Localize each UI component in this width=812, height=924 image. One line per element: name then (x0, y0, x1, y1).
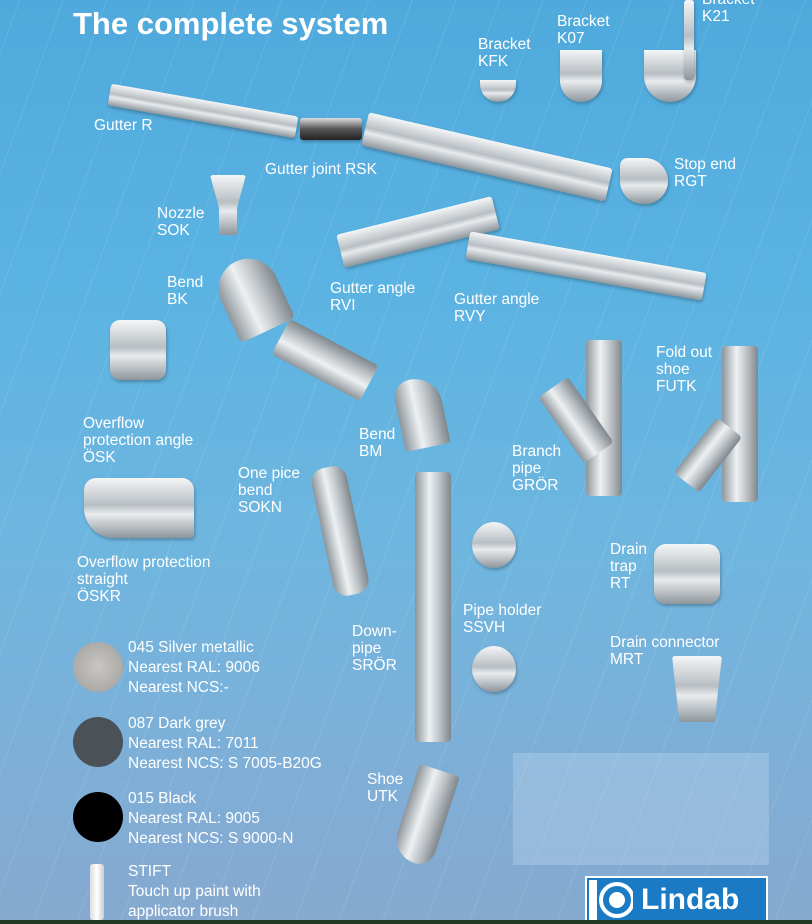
bend-bk-image (208, 248, 296, 344)
color-silver-metallic: 045 Silver metallic Nearest RAL: 9006 Ne… (128, 639, 260, 696)
swatch-black (73, 792, 123, 842)
label-downpipe: Down- pipe SRÖR (352, 623, 397, 674)
label-shoe: Shoe UTK (367, 771, 404, 805)
swatch-silver-metallic (73, 642, 123, 692)
one-piece-bend-image (308, 463, 372, 599)
label-pipe-holder: Pipe holder SSVH (463, 602, 542, 636)
pipe-segment-image (271, 318, 379, 402)
nozzle-image (210, 175, 246, 235)
gutter-joint-image (300, 118, 362, 140)
bracket-k07-image (560, 50, 602, 102)
label-gutter-angle-rvi: Gutter angle RVI (330, 280, 416, 314)
label-bracket-k07: Bracket K07 (557, 13, 610, 47)
label-fold-out-shoe: Fold out shoe FUTK (656, 344, 713, 395)
label-gutter-r: Gutter R (94, 117, 153, 134)
drain-connector-image (672, 656, 722, 722)
label-bracket-k21: Bracket K21 (702, 0, 755, 25)
label-drain-connector: Drain connector MRT (610, 634, 720, 668)
label-branch-pipe: Branch pipe GRÖR (512, 443, 562, 494)
page-title: The complete system (73, 6, 389, 41)
pipe-holder-image (472, 522, 516, 568)
gutter-image (361, 112, 613, 202)
label-one-piece-bend: One pice bend SOKN (238, 465, 301, 516)
swatch-dark-grey (73, 717, 123, 767)
bottom-bar (0, 920, 812, 924)
touch-up-paint: STIFT Touch up paint with applicator bru… (128, 863, 261, 920)
bracket-kfk-image (480, 80, 516, 102)
overflow-straight-image (84, 478, 194, 538)
drain-trap-image (654, 544, 720, 604)
label-gutter-joint: Gutter joint RSK (265, 161, 377, 178)
lindab-logo-icon (589, 880, 633, 920)
label-overflow-straight: Overflow protection straight ÖSKR (77, 554, 211, 605)
downpipe-image (415, 472, 451, 742)
label-stop-end: Stop end RGT (674, 156, 737, 190)
bracket-k21-strap (684, 0, 694, 80)
label-drain-trap: Drain trap RT (610, 541, 648, 592)
label-bend-bk: Bend BK (167, 274, 204, 308)
label-bracket-kfk: Bracket KFK (478, 36, 531, 70)
label-gutter-angle-rvy: Gutter angle RVY (454, 291, 540, 325)
label-bend-bm: Bend BM (359, 426, 396, 460)
color-dark-grey: 087 Dark grey Nearest RAL: 7011 Nearest … (128, 715, 322, 772)
stop-end-image (620, 158, 668, 204)
touch-up-pen-icon (90, 864, 104, 920)
info-panel (513, 753, 769, 865)
color-black: 015 Black Nearest RAL: 9005 Nearest NCS:… (128, 790, 294, 847)
fold-out-shoe-image (722, 346, 758, 502)
logo-text: Lindab (641, 883, 740, 916)
label-overflow-angle: Overflow protection angle ÖSK (83, 415, 194, 466)
lindab-logo: Lindab (585, 876, 768, 924)
pipe-holder-image-2 (472, 646, 516, 692)
overflow-angle-image (110, 320, 166, 380)
label-nozzle: Nozzle SOK (157, 205, 205, 239)
bend-bm-image (391, 373, 451, 453)
